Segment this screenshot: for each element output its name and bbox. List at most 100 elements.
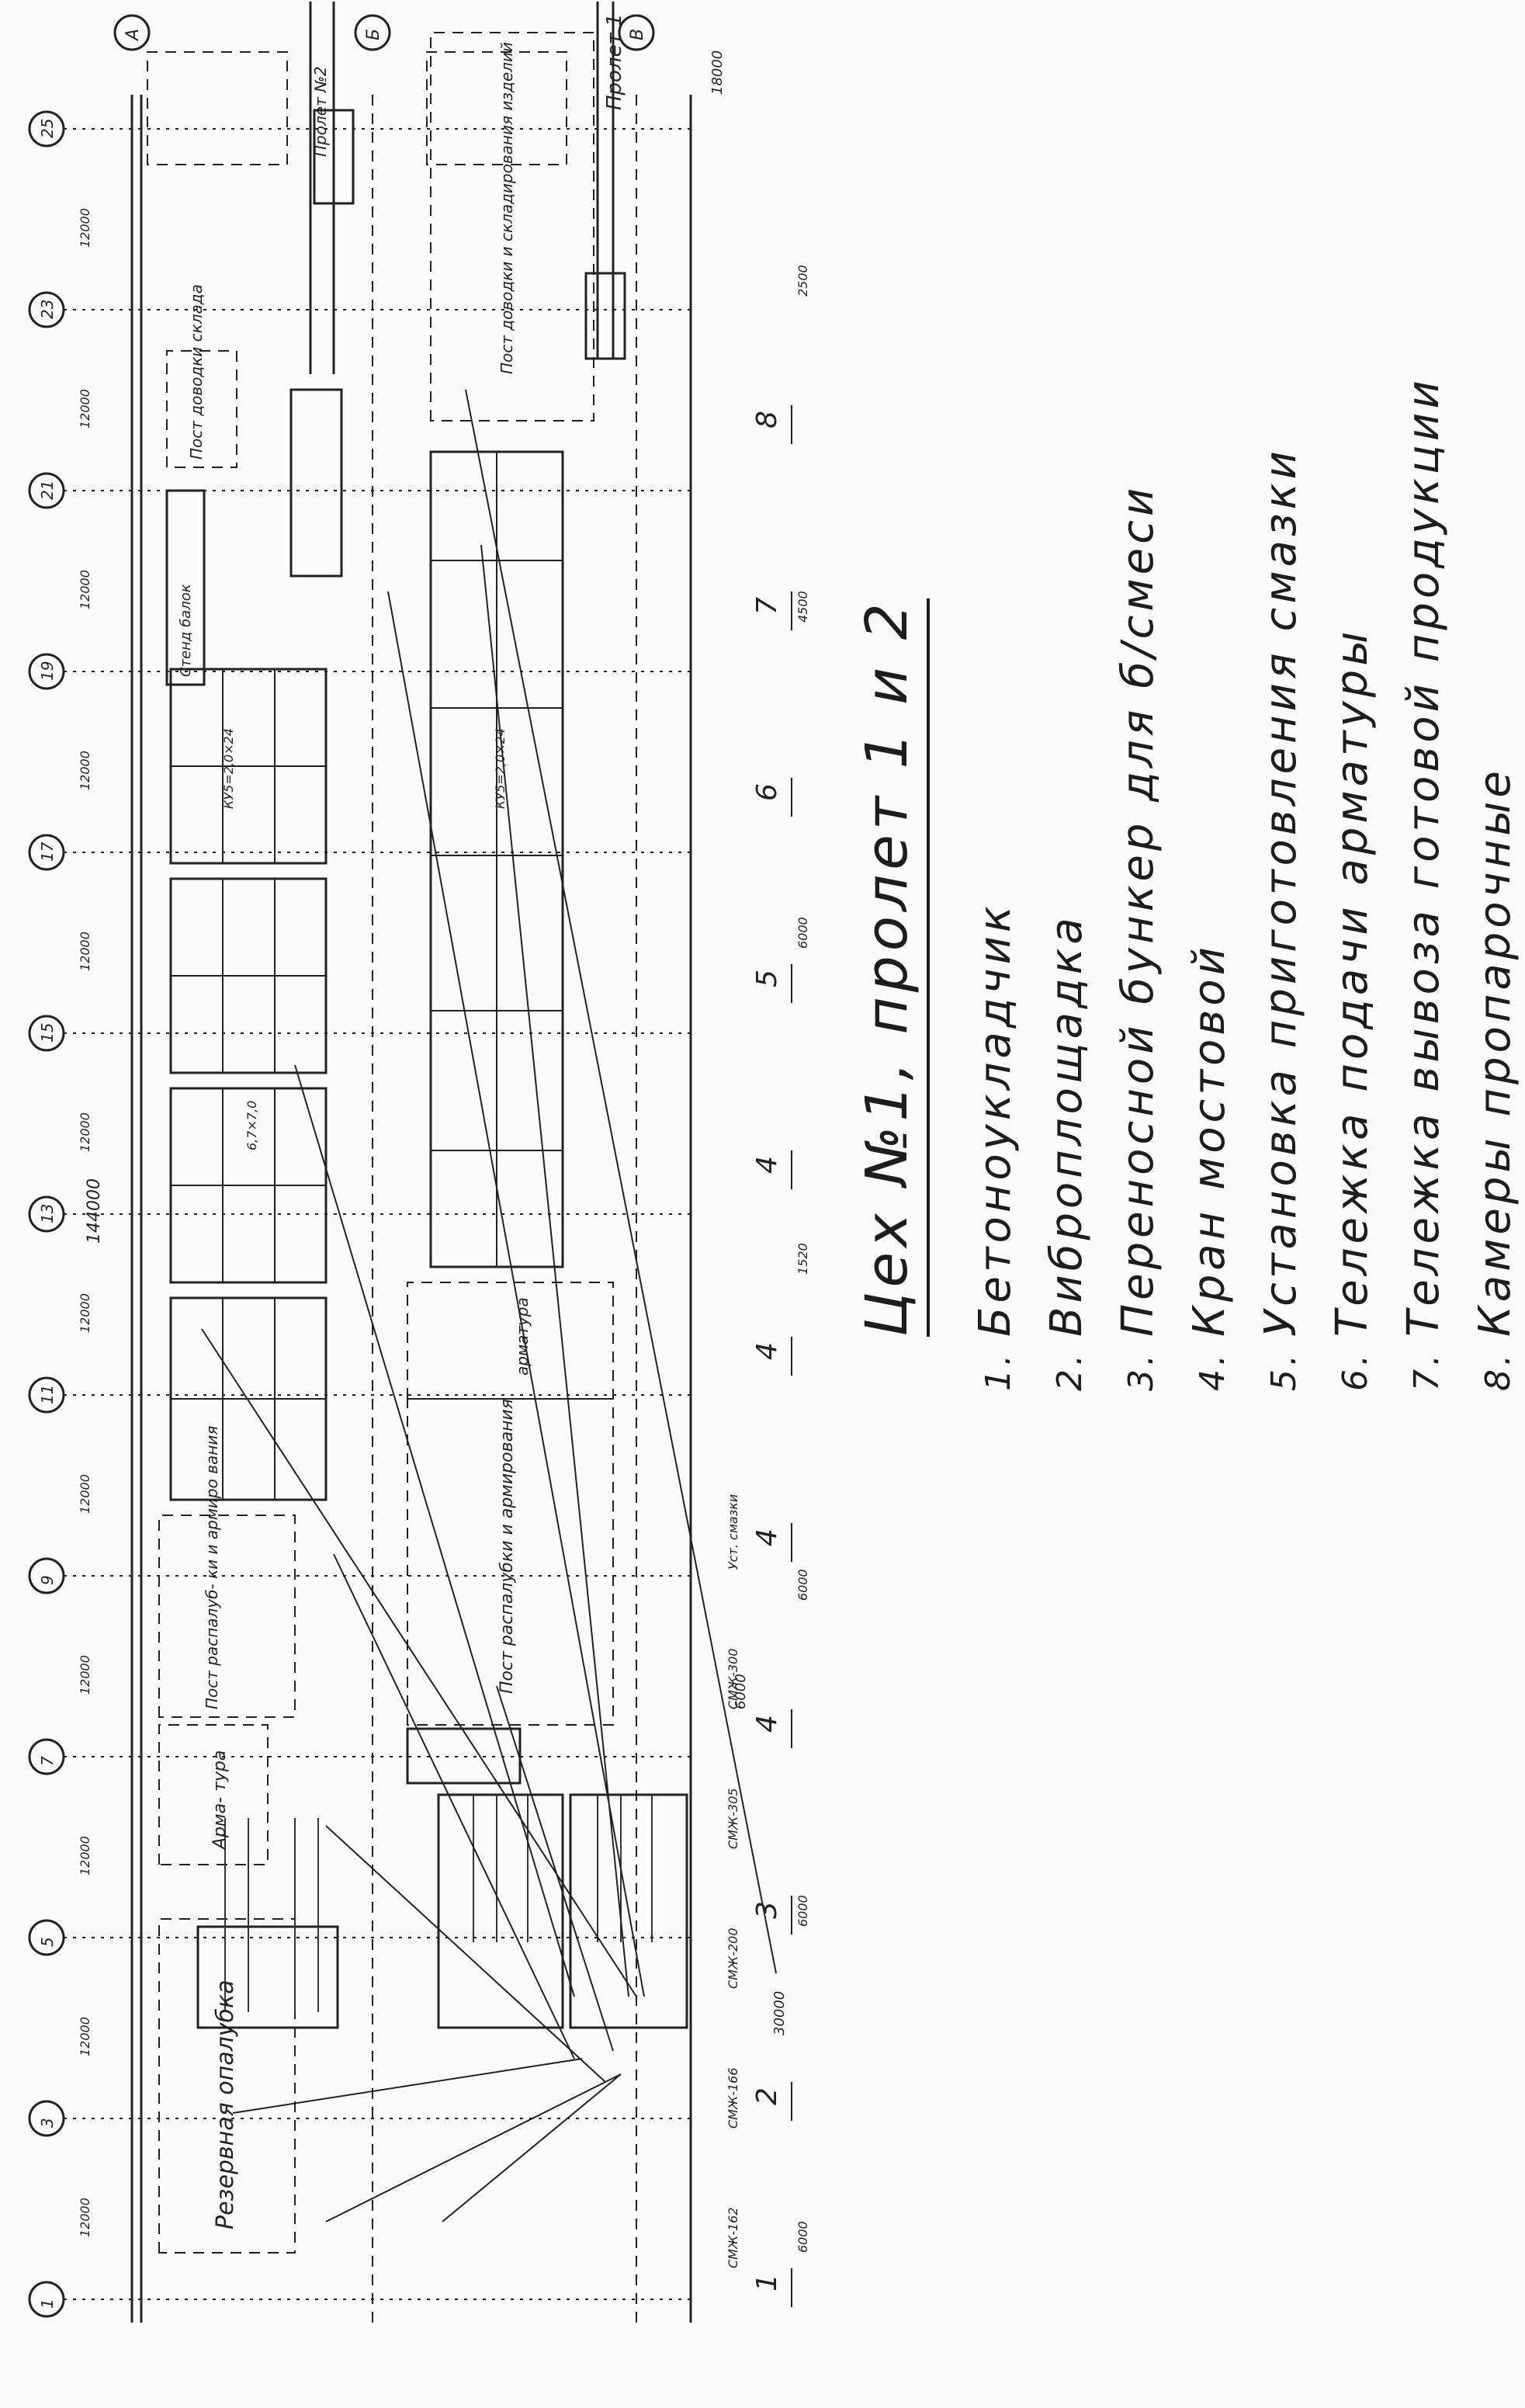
legend-item: 5. Установка приготовления смазки <box>1256 376 1327 1391</box>
armatura-label: Арма- тура <box>210 1750 230 1851</box>
armatura-zone <box>407 1282 614 1400</box>
column-axis-label: 5 <box>38 1937 57 1947</box>
equipment-label: СМЖ-166 <box>726 2067 740 2129</box>
dimension-bay: 12000 <box>78 570 92 609</box>
column-axis-label: 3 <box>38 2118 57 2128</box>
post-raspalubki-label-2: Пост распалубки и армирования <box>497 1399 517 1694</box>
row-axis-label: В <box>628 29 647 40</box>
chamber-dividers <box>171 669 326 1500</box>
dimension-misc: 2500 <box>795 265 810 297</box>
post-dovodki-area <box>430 32 594 422</box>
casting-table-3 <box>569 1793 688 2029</box>
beam-stand-label: Стенд балок <box>178 584 194 677</box>
column-axis-label: 21 <box>38 481 57 500</box>
chamber-note: 6,7×7,0 <box>244 1101 259 1150</box>
post-dovodki-label: Пост доводки и складирования изделий <box>497 42 516 374</box>
equipment-label: СМЖ-300 <box>726 1648 740 1709</box>
dimension-bay: 12000 <box>78 1474 92 1514</box>
column-axis-label: 1 <box>38 2299 57 2309</box>
dimension-bay: 12000 <box>78 1112 92 1152</box>
post-dovodki-sklad-label: Пост доводки склада <box>187 284 206 460</box>
reserve-label: Резервная опалубка <box>212 1979 239 2229</box>
row-axis-bubble <box>113 14 151 51</box>
legend-item: 2.Виброплощадка <box>1042 376 1113 1391</box>
dimension-bay: 12000 <box>78 751 92 790</box>
callout-number: 1 <box>751 2274 783 2292</box>
armatura-area <box>158 1724 269 1865</box>
row-axis-label: А <box>123 29 143 42</box>
callout-number: 2 <box>751 2087 783 2105</box>
legend-title: Цех №1, пролет 1 и 2 <box>854 599 930 1337</box>
legend-number: 4. <box>1193 1351 1232 1391</box>
casting-table-1 <box>196 1925 339 2029</box>
dimension-misc: 1520 <box>795 1243 810 1275</box>
legend-number: 3. <box>1121 1351 1161 1391</box>
callout-number: 5 <box>751 970 783 987</box>
legend-number: 2. <box>1050 1351 1090 1391</box>
callout-number: 4 <box>751 1156 783 1174</box>
equipment-label: СМЖ-305 <box>726 1788 740 1849</box>
legend-number: 5. <box>1264 1351 1304 1391</box>
column-axis-label: 15 <box>38 1023 57 1043</box>
dimension-span: 30000 <box>771 1991 788 2035</box>
legend-item: 4. Кран мостовой <box>1184 376 1256 1391</box>
legend-text: Переносной бункер для б/смеси <box>1113 484 1163 1337</box>
post-raspalubki-label: Пост распалуб- ки и армиро вания <box>203 1426 221 1709</box>
legend-number: 7. <box>1407 1351 1447 1391</box>
conveyor-chain-2 <box>473 1795 529 1942</box>
legend-text: Тележка вывоза готовой продукции <box>1398 376 1449 1337</box>
prolet-1-label: Пролет 1 <box>603 13 626 110</box>
callout-number: 3 <box>751 1901 783 1919</box>
column-axis-label: 7 <box>38 1756 57 1766</box>
legend-text: Кран мостовой <box>1184 943 1235 1337</box>
legend-item: 8. Камеры пропарочные <box>1470 376 1525 1391</box>
legend-text: Камеры пропарочные <box>1470 767 1520 1337</box>
dimension-misc: 6000 <box>795 1895 810 1927</box>
casting-table-2 <box>437 1793 564 2029</box>
legend-text: Бетоноукладчик <box>970 902 1021 1337</box>
dimension-bay: 12000 <box>78 208 92 248</box>
legend-item: 1.Бетоноукладчик <box>970 376 1042 1391</box>
row-axis-bubble <box>618 14 655 51</box>
callout-number: 6 <box>751 783 783 801</box>
conveyor-chain-3 <box>597 1795 653 1942</box>
prolet-2-label: Пролет №2 <box>311 66 330 157</box>
dimension-bay: 12000 <box>78 389 92 429</box>
callout-number: 4 <box>751 1342 783 1360</box>
chamber-note: КУ5=2,0×24 <box>493 728 508 809</box>
row-axis-bubble <box>354 14 391 51</box>
legend-item: 6.Тележка подачи арматуры <box>1327 376 1398 1391</box>
callout-number: 7 <box>751 597 783 615</box>
callout-number: 8 <box>751 411 783 429</box>
column-axis-label: 25 <box>38 119 57 138</box>
column-axis-label: 23 <box>38 300 57 319</box>
column-axis-label: 11 <box>38 1385 57 1404</box>
crane-box-1 <box>289 388 343 578</box>
rail-prolet-2 <box>309 2 335 374</box>
legend-number: 8. <box>1478 1351 1518 1391</box>
dimension-misc: 6000 <box>795 2221 810 2253</box>
leader-lines <box>201 389 777 2222</box>
dimension-total: 144000 <box>85 1178 104 1244</box>
dimension-misc: 4500 <box>795 591 810 623</box>
rail-prolet-1 <box>596 2 615 359</box>
equipment-label: СМЖ-162 <box>726 2207 740 2268</box>
chamber-large-dividers <box>431 452 563 1267</box>
legend-item: 7. Тележка вывоза готовой продукции <box>1398 376 1470 1391</box>
column-axis-label: 17 <box>38 841 57 862</box>
column-axis-label: 19 <box>38 661 57 681</box>
dimension-bay: 12000 <box>78 932 92 971</box>
armatura-zone-label: арматура <box>513 1297 532 1376</box>
cart-7-bottom <box>584 272 626 360</box>
legend-text: Установка приготовления смазки <box>1256 447 1306 1337</box>
dimension-bay: 12000 <box>78 2017 92 2056</box>
dimension-span: 6000 <box>733 1674 749 1709</box>
post-raspalubki-area <box>158 1515 296 1718</box>
dimension-bay: 12000 <box>78 1836 92 1875</box>
chamber-note: КУ5=2,0×24 <box>221 728 236 809</box>
dimension-bay: 12000 <box>78 1293 92 1333</box>
